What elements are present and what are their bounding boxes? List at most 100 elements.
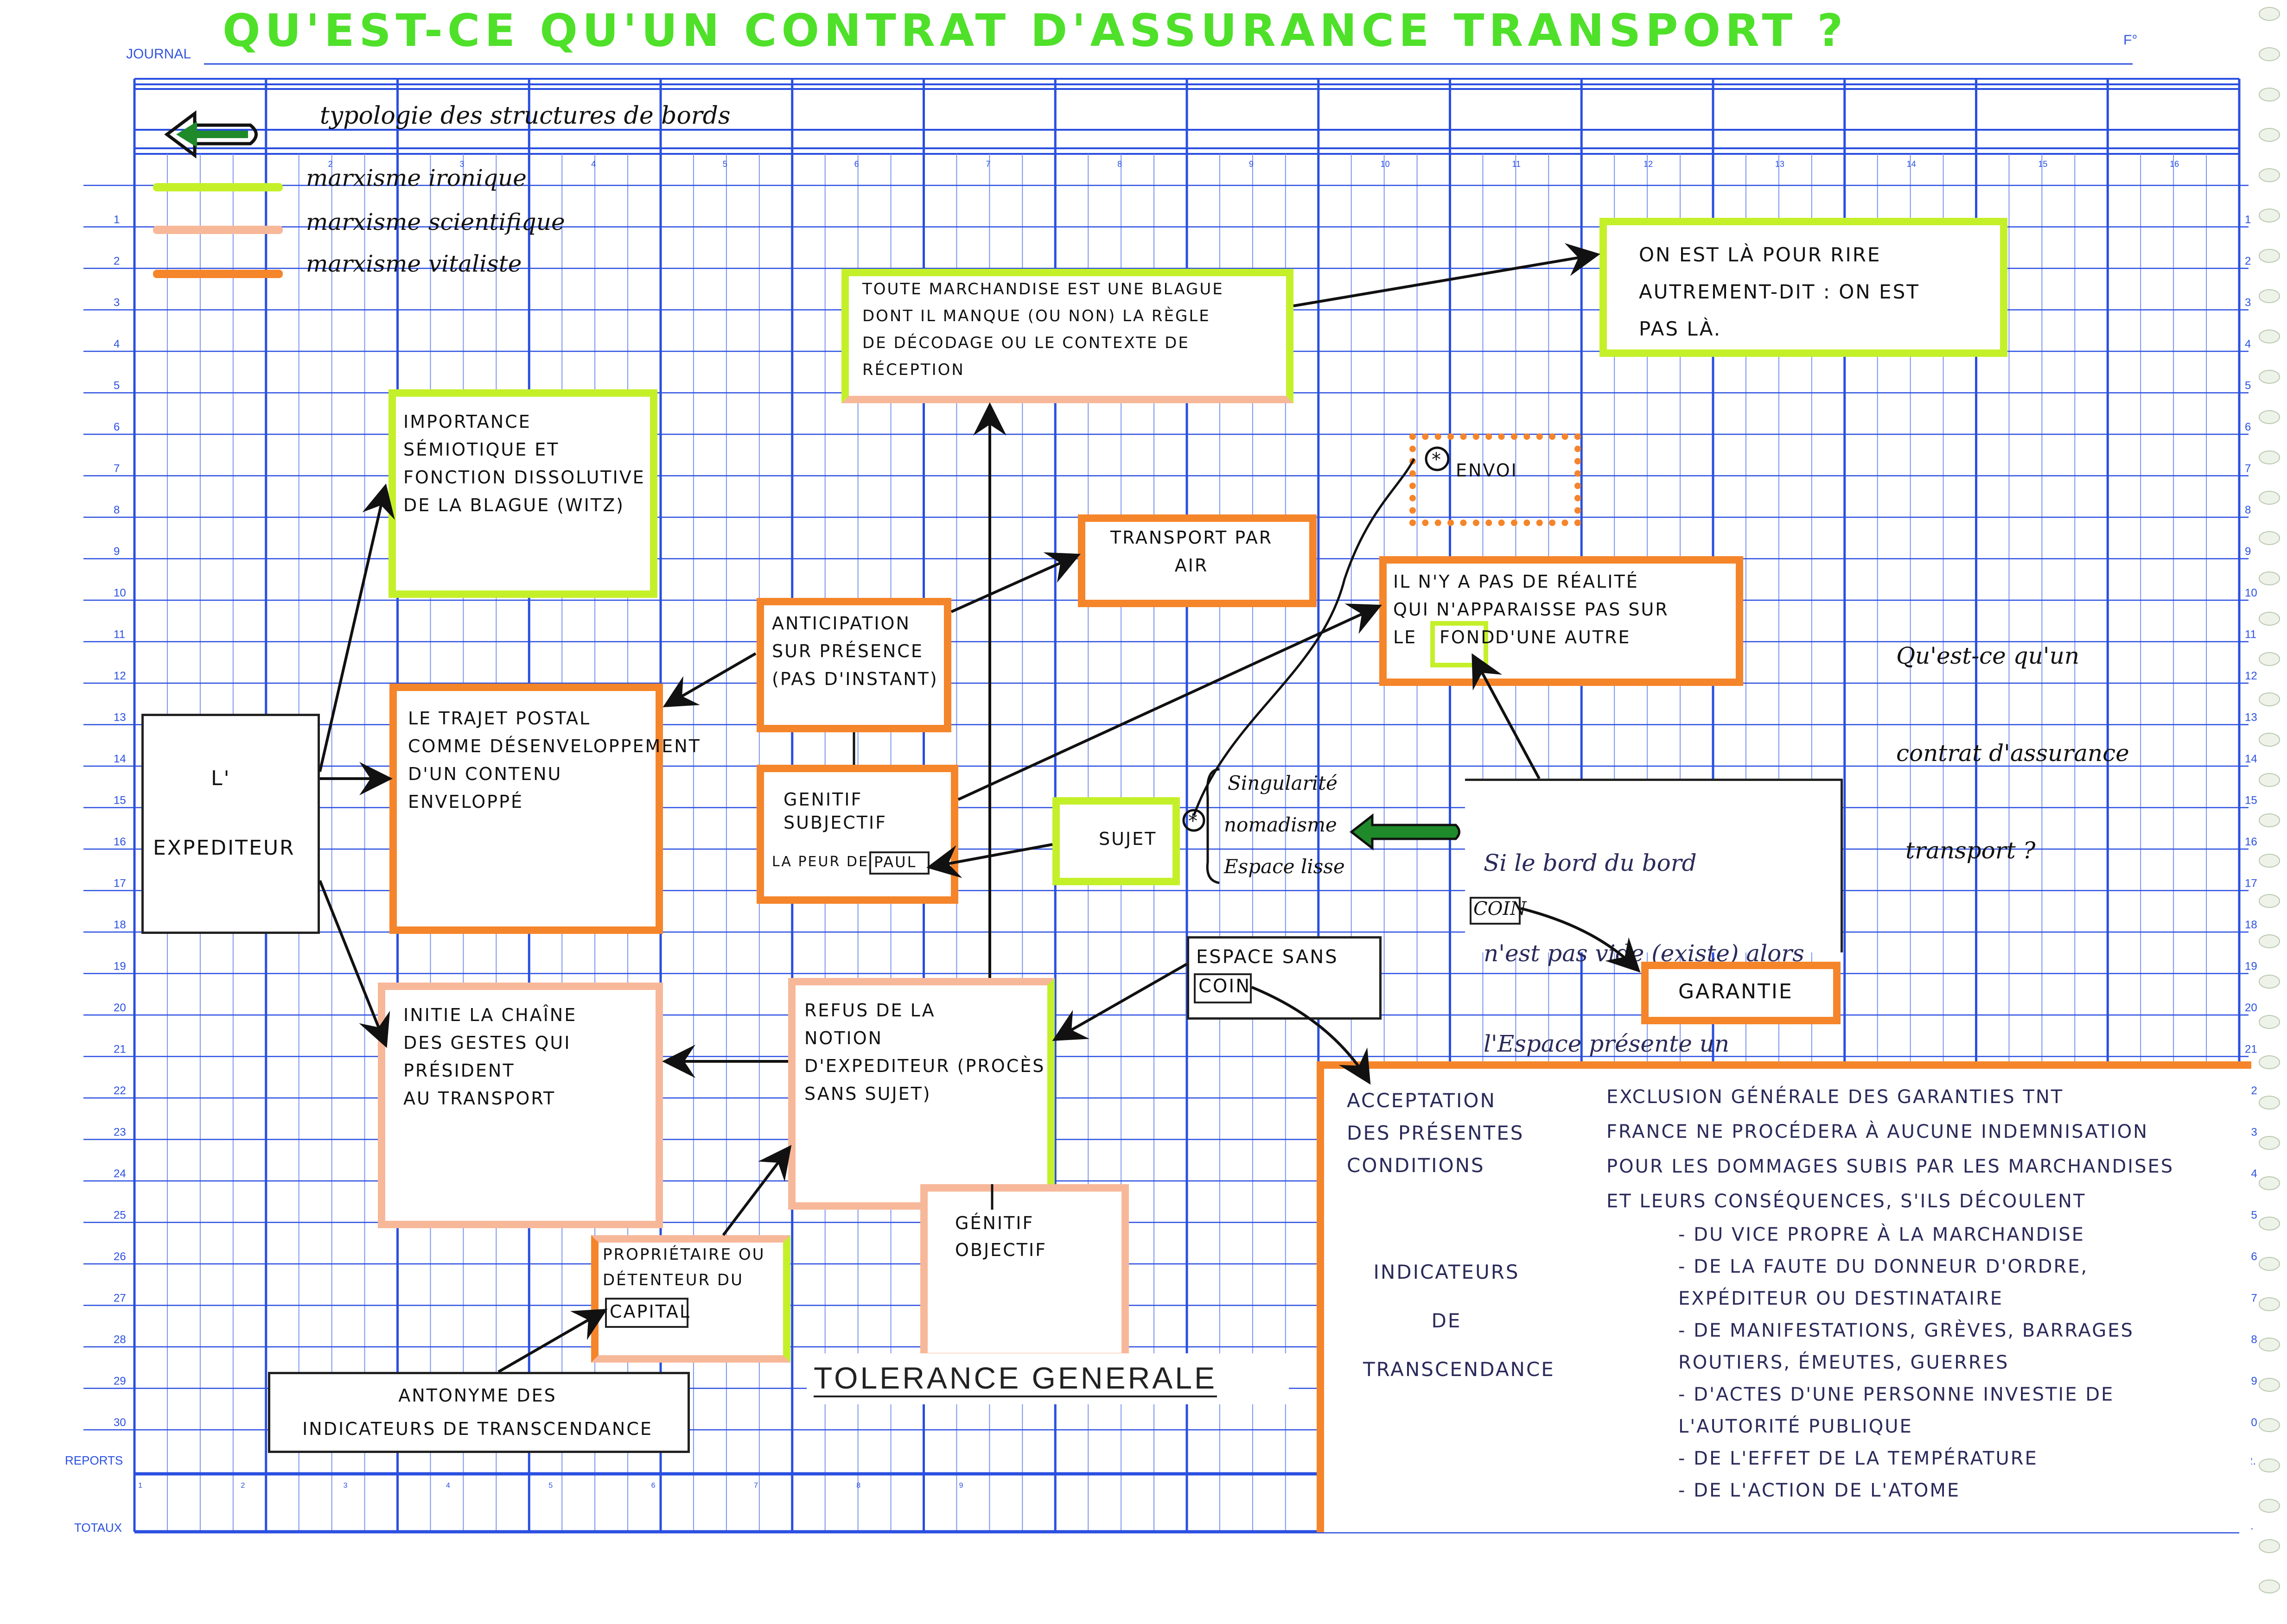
indicateurs-line: DE xyxy=(1431,1309,1462,1332)
node-importance[interactable] xyxy=(389,389,657,598)
bottom-column-number: 1 xyxy=(138,1482,142,1490)
antonyme-text: ANTONYME DES INDICATEURS DE TRANSCENDANC… xyxy=(278,1379,677,1446)
column-number: 2 xyxy=(328,159,333,169)
genitif-subjectif-line: SUBJECTIF xyxy=(784,812,887,833)
binder-hole xyxy=(2259,410,2280,424)
coin2-label: COIN xyxy=(1198,976,1251,997)
green-left-arrow-icon xyxy=(164,110,258,159)
rire-line: AUTREMENT-DIT : ON EST xyxy=(1639,280,1920,303)
totaux-label: TOTAUX xyxy=(74,1521,122,1535)
row-number-right: 12 xyxy=(2245,670,2257,682)
realite-line: QUI N'APPARAISSE PAS SUR xyxy=(1393,599,1669,620)
bottom-column-number: 3 xyxy=(344,1482,348,1490)
binder-hole xyxy=(2259,894,2280,908)
proprietaire-line: DÉTENTEUR DU xyxy=(603,1271,744,1289)
marchandise-line: TOUTE MARCHANDISE EST UNE BLAGUE xyxy=(862,280,1224,298)
legend-swatch-vitaliste xyxy=(153,270,283,278)
genitif-objectif-line: GÉNITIF xyxy=(955,1213,1034,1233)
node-trajet-postal[interactable] xyxy=(389,684,663,934)
node-antonyme[interactable] xyxy=(268,1372,690,1453)
binder-hole xyxy=(2259,1055,2280,1069)
marchandise-line: DE DÉCODAGE OU LE CONTEXTE DE xyxy=(862,334,1190,352)
exclusion-intro-line: FRANCE NE PROCÉDERA À AUCUNE INDEMNISATI… xyxy=(1606,1121,2149,1142)
legend-swatch-ironique xyxy=(153,183,283,191)
initie-line: DES GESTES QUI xyxy=(403,1033,571,1053)
expediteur-line2: EXPEDITEUR xyxy=(153,836,295,860)
journal-label: JOURNAL xyxy=(126,46,191,62)
binder-hole xyxy=(2259,773,2280,787)
column-number: 11 xyxy=(1512,159,1521,169)
binder-hole xyxy=(2259,1580,2280,1593)
exclusion-list: - DU VICE PROPRE À LA MARCHANDISE - DE L… xyxy=(1678,1219,2134,1507)
fond-highlight[interactable] xyxy=(1430,621,1488,667)
binder-hole xyxy=(2259,692,2280,706)
column-number: 14 xyxy=(1907,159,1916,169)
legend-swatch-scientifique xyxy=(153,226,283,234)
bottom-column-number: 5 xyxy=(548,1482,553,1490)
binder-hole xyxy=(2259,209,2280,222)
row-number-left: 26 xyxy=(114,1250,126,1263)
binder-hole xyxy=(2259,1378,2280,1392)
row-number-right: 4 xyxy=(2245,338,2251,350)
exclusion-item: L'AUTORITÉ PUBLIQUE xyxy=(1678,1416,1913,1437)
binder-hole xyxy=(2259,813,2280,827)
trajet-line: ENVELOPPÉ xyxy=(408,792,524,812)
binder-hole xyxy=(2259,1338,2280,1351)
genitif-subjectif-line: GENITIF xyxy=(784,789,863,810)
coin-box[interactable] xyxy=(1470,897,1521,925)
binder-hole xyxy=(2259,249,2280,263)
binder-hole xyxy=(2259,1015,2280,1029)
row-number-left: 19 xyxy=(114,960,126,973)
importance-line: SÉMIOTIQUE ET xyxy=(403,439,560,460)
garantie-label: GARANTIE xyxy=(1678,980,1793,1003)
row-number-left: 13 xyxy=(114,711,126,724)
brace-item-nomadisme: nomadisme xyxy=(1224,813,1337,836)
row-number-left: 29 xyxy=(114,1375,126,1388)
node-toute-marchandise[interactable] xyxy=(841,269,1293,403)
node-rire[interactable] xyxy=(1599,218,2007,357)
page-title: QU'EST-CE QU'UN CONTRAT D'ASSURANCE TRAN… xyxy=(223,5,1848,57)
legend-heading: typologie des structures de bords xyxy=(320,102,731,130)
antonyme-line: INDICATEURS DE TRANSCENDANCE xyxy=(302,1419,653,1439)
row-number-left: 25 xyxy=(114,1209,126,1222)
node-expediteur[interactable] xyxy=(141,714,320,934)
binder-hole xyxy=(2259,531,2280,545)
binder-hole xyxy=(2259,168,2280,182)
bord-note-line: Si le bord du bord xyxy=(1484,850,1697,876)
binder-hole xyxy=(2259,1539,2280,1553)
trajet-text: LE TRAJET POSTAL COMME DÉSENVELOPPEMENT … xyxy=(408,704,701,816)
row-number-right: 2 xyxy=(2245,255,2251,267)
row-number-right: 3 xyxy=(2245,297,2251,309)
coin2-box[interactable] xyxy=(1194,973,1252,1003)
refus-line: SANS SUJET) xyxy=(804,1084,931,1104)
node-initie-chaine[interactable] xyxy=(378,983,663,1228)
node-garantie[interactable] xyxy=(1641,962,1841,1024)
refus-line: NOTION xyxy=(804,1028,883,1048)
node-genitif-subjectif[interactable] xyxy=(757,765,958,904)
exclusion-intro: EXCLUSION GÉNÉRALE DES GARANTIES TNT FRA… xyxy=(1606,1080,2174,1219)
row-number-right: 19 xyxy=(2245,960,2257,973)
antonyme-line: ANTONYME DES xyxy=(398,1385,557,1406)
importance-line: IMPORTANCE xyxy=(403,412,531,432)
row-number-left: 18 xyxy=(114,919,126,931)
marchandise-text: TOUTE MARCHANDISE EST UNE BLAGUE DONT IL… xyxy=(862,276,1224,383)
binder-hole xyxy=(2259,854,2280,868)
row-number-left: 5 xyxy=(114,380,120,392)
legend-label-ironique: marxisme ironique xyxy=(306,165,527,191)
row-number-right: 6 xyxy=(2245,421,2251,433)
binder-hole xyxy=(2259,1176,2280,1190)
conditions-panel xyxy=(1317,1061,2251,1532)
node-anticipation[interactable] xyxy=(757,598,951,732)
sujet-label: SUJET xyxy=(1099,829,1157,849)
initie-line: INITIE LA CHAÎNE xyxy=(403,1005,577,1025)
brace-item-espace-lisse: Espace lisse xyxy=(1224,855,1345,878)
binder-hole xyxy=(2259,370,2280,384)
peur-de-label: LA PEUR DE xyxy=(772,854,869,870)
indicateurs-line: TRANSCENDANCE xyxy=(1363,1358,1555,1381)
exclusion-item: - DE MANIFESTATIONS, GRÈVES, BARRAGES xyxy=(1678,1320,2134,1341)
marchandise-line: DONT IL MANQUE (OU NON) LA RÈGLE xyxy=(862,307,1210,325)
row-number-right: 5 xyxy=(2245,380,2251,392)
rire-line: ON EST LÀ POUR RIRE xyxy=(1639,243,1881,266)
row-number-left: 16 xyxy=(114,836,126,848)
row-number-left: 28 xyxy=(114,1333,126,1346)
